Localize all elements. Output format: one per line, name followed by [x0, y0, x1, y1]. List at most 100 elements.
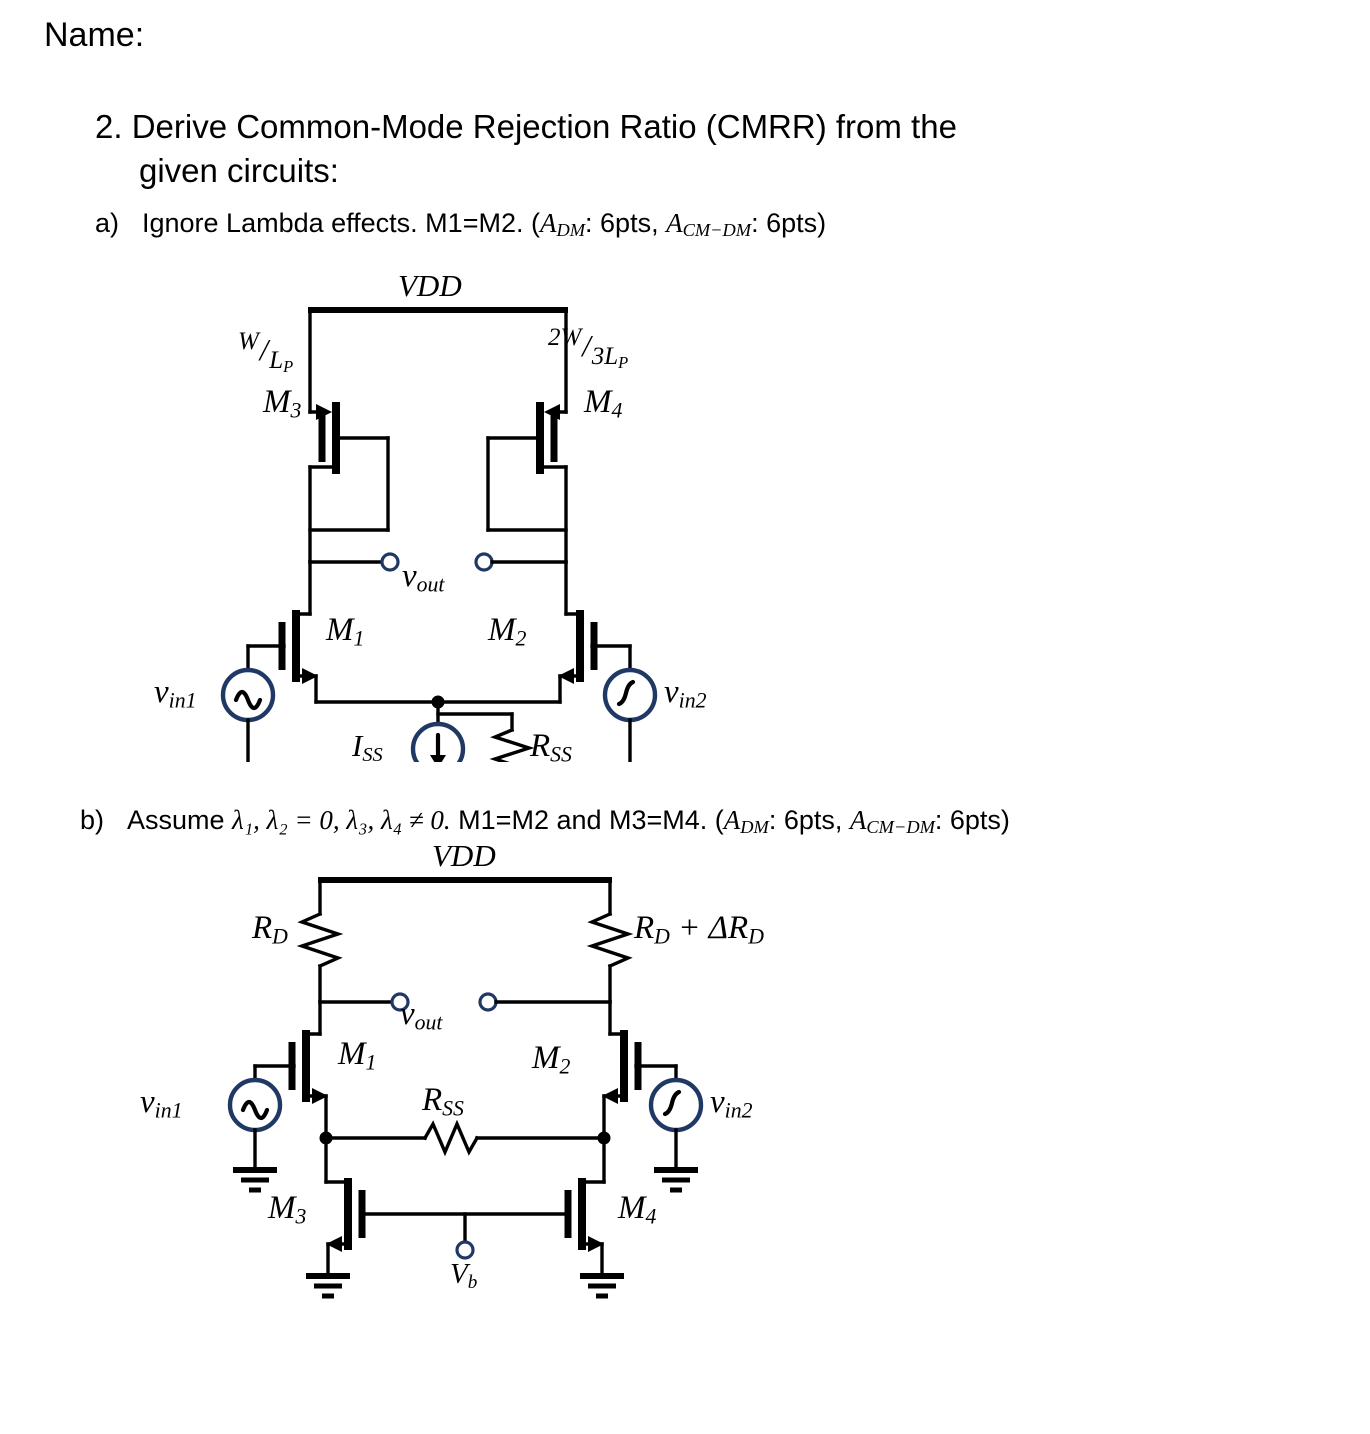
- question-2-line1: 2. Derive Common-Mode Rejection Ratio (C…: [95, 108, 957, 145]
- m1-label-base-a: M: [326, 612, 354, 648]
- m1-label-a: M1: [326, 614, 364, 650]
- m1-source-arrow: [302, 668, 318, 684]
- vin1-sine-icon: [233, 689, 263, 711]
- vdd-label-a: VDD: [398, 268, 462, 303]
- part-b-gain1-symbol: A: [723, 805, 741, 835]
- vin2-source-circle: [602, 667, 658, 723]
- part-a-gain1-symbol: A: [539, 208, 557, 238]
- rss-label-base-a: R: [530, 728, 551, 764]
- vin1-label-base-a: v: [154, 674, 169, 710]
- part-a-gain1-points: : 6pts,: [585, 208, 667, 238]
- part-a-body: Ignore Lambda effects. M1=M2. (: [142, 208, 540, 238]
- vin1-label-b: vin1: [140, 1086, 182, 1122]
- m1-label-sub-b: 1: [365, 1050, 377, 1075]
- m4-label-base-b: M: [618, 1190, 646, 1226]
- m3-label-base-b: M: [268, 1190, 296, 1226]
- rss-label-base-b: R: [422, 1082, 443, 1118]
- m4-label-sub: 4: [611, 398, 623, 423]
- m4-size-label: 2W/3LP: [548, 324, 629, 372]
- m2-label-b: M2: [532, 1042, 570, 1078]
- iss-label-base: I: [352, 728, 363, 763]
- circuit-diagram-a: VDD W/LP M3 2W/3LP M4 vout M1 M2 vin1: [120, 262, 706, 765]
- rd-left-label-base: R: [252, 910, 273, 946]
- rss-label-b: RSS: [422, 1084, 464, 1120]
- rd-right-label: RD + ΔRD: [634, 912, 764, 948]
- part-b-lambda-condition: λ₁, λ₂ = 0, λ₃, λ₄ ≠ 0.: [232, 805, 451, 835]
- m4-source-arrow-b: [588, 1236, 604, 1252]
- vin2-step-icon-b: [662, 1089, 682, 1117]
- part-a-gain2-subscript: CM−DM: [682, 220, 752, 241]
- circuit-a-svg: [220, 307, 658, 762]
- vin1-label-sub-b: in1: [154, 1098, 183, 1123]
- vb-label-base: V: [450, 1258, 468, 1290]
- m1-source-arrow-b: [312, 1088, 328, 1104]
- m2-label-base-b: M: [532, 1040, 560, 1076]
- m4-size-denominator: 3L: [591, 342, 619, 370]
- part-a-gain2-symbol: A: [666, 208, 683, 238]
- m2-label-base-a: M: [488, 612, 516, 648]
- part-a-gain2-points: : 6pts): [751, 208, 827, 238]
- rss-zigzag-b: [422, 1119, 480, 1157]
- part-b-gain1-points: : 6pts,: [768, 805, 850, 835]
- rd-left-label-sub: D: [272, 924, 288, 949]
- circuit-b-svg: [227, 877, 704, 1299]
- m2-source-arrow-b: [602, 1088, 618, 1104]
- iss-label-sub: SS: [362, 744, 383, 767]
- m1-label-sub-a: 1: [353, 626, 365, 651]
- rd-right-zigzag: [586, 911, 634, 969]
- m4-source-arrow: [544, 404, 560, 420]
- vin2-label-base-b: v: [710, 1084, 725, 1120]
- m1-label-b: M1: [338, 1038, 376, 1074]
- question-2-line2: given circuits:: [139, 151, 339, 189]
- vb-label: Vb: [450, 1260, 477, 1292]
- vin2-label-a: vin2: [664, 676, 706, 712]
- vout-left-terminal-b: [390, 992, 410, 1012]
- m4-label: M4: [584, 386, 622, 422]
- m3-label-b: M3: [268, 1192, 306, 1228]
- m4-label-sub-b: 4: [645, 1204, 657, 1229]
- m4-label-b: M4: [618, 1192, 656, 1228]
- vout-label-b: vout: [400, 998, 442, 1034]
- vin2-source-circle-b: [648, 1077, 704, 1133]
- vin2-label-sub-b: in2: [724, 1098, 753, 1123]
- vin1-sine-icon-b: [240, 1099, 270, 1121]
- rss-label-a: RSS: [530, 730, 572, 766]
- part-b-matching: M1=M2 and M3=M4. (: [450, 805, 724, 835]
- m2-label-sub-a: 2: [515, 626, 527, 651]
- iss-arrow-head: [430, 755, 446, 762]
- vdd-label-b: VDD: [432, 838, 496, 873]
- vin2-step-icon: [616, 679, 636, 707]
- iss-label: ISS: [352, 730, 383, 766]
- vin2-label-sub-a: in2: [678, 688, 707, 713]
- m3-source-arrow-b: [326, 1236, 342, 1252]
- rss-label-sub-b: SS: [442, 1096, 464, 1121]
- part-b-prompt: b)Assume λ₁, λ₂ = 0, λ₃, λ₄ ≠ 0. M1=M2 a…: [80, 805, 1010, 838]
- vout-label-a: vout: [402, 560, 444, 596]
- vin1-label-base-b: v: [140, 1084, 155, 1120]
- part-b-gain2-symbol: A: [849, 805, 867, 835]
- m2-label-sub-b: 2: [559, 1054, 571, 1079]
- rd-right-label-sub2: D: [748, 924, 764, 949]
- m3-label: M3: [263, 386, 301, 422]
- part-a-marker: a): [95, 208, 120, 238]
- rss-label-sub-a: SS: [550, 742, 572, 767]
- rd-left-label: RD: [252, 912, 288, 948]
- part-b-gain2-points: : 6pts): [934, 805, 1010, 835]
- part-a-gain1-subscript: DM: [556, 220, 586, 241]
- m4-size-numerator: 2W: [548, 324, 582, 351]
- rd-left-zigzag: [296, 911, 344, 969]
- question-2-text: 2. Derive Common-Mode Rejection Ratio (C…: [95, 105, 1215, 192]
- vout-label-sub-a: out: [416, 572, 445, 597]
- part-a-prompt: a)Ignore Lambda effects. M1=M2. (ADM: 6p…: [95, 208, 826, 241]
- m4-label-base: M: [584, 384, 612, 420]
- vin2-label-base-a: v: [664, 674, 679, 710]
- m2-source-arrow: [558, 668, 574, 684]
- vout-label-sub-b: out: [414, 1010, 443, 1035]
- vout-left-terminal: [380, 552, 400, 572]
- circuit-diagram-b: VDD RD RD + ΔRD vout M1 M2 vin1 vin2 RSS…: [100, 840, 764, 1322]
- part-b-prefix: Assume: [127, 805, 233, 835]
- m3-size-label: W/LP: [238, 328, 294, 376]
- rd-right-label-plus: + ΔR: [669, 910, 749, 946]
- vin2-label-b: vin2: [710, 1086, 752, 1122]
